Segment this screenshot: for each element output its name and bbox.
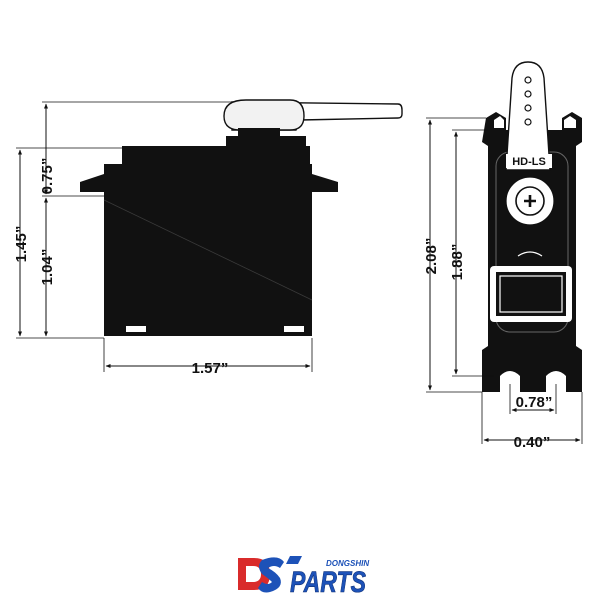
front-width-label: 0.40” (514, 434, 551, 451)
model-label: HD-LS (512, 156, 546, 168)
upper-height-label: 0.75” (39, 158, 56, 195)
bottom-slot-left (126, 326, 146, 332)
dongshin-parts-logo: DONGSHIN PARTS (238, 556, 369, 599)
servo-output-spline (238, 128, 280, 138)
front-view: HD-LS 2.08” 1.88” 0.78” 0.40” (423, 61, 583, 451)
servo-top-step (122, 146, 310, 164)
side-view: 0.75” 1.04” 1.45” 1.57” (13, 99, 403, 377)
top-left-tab-slot (494, 116, 504, 128)
bottom-slot-right (284, 326, 304, 332)
label-window-inner (496, 272, 566, 316)
hole-spacing-label: 0.78” (516, 394, 553, 411)
servo-left-tab (80, 174, 104, 192)
servo-top-cap (226, 136, 306, 146)
label-window-frame (499, 275, 563, 313)
horn-hole-2 (524, 90, 532, 98)
lower-height-label: 1.04” (39, 249, 56, 286)
servo-right-tab (312, 174, 338, 192)
logo-tab-icon (286, 556, 302, 564)
side-width-label: 1.57” (192, 360, 229, 377)
logo-brand-big: PARTS (290, 566, 366, 599)
logo-s-mark (258, 557, 284, 593)
logo-brand-small: DONGSHIN (326, 559, 369, 568)
horn-hole-1 (524, 76, 532, 84)
total-height-label: 1.45” (13, 226, 30, 263)
horn-hole-3 (524, 104, 532, 112)
window-arc (517, 251, 543, 257)
front-horn (505, 61, 551, 171)
model-label-plate (506, 154, 552, 168)
servo-body (104, 164, 312, 324)
front-height-label: 2.08” (423, 238, 440, 275)
top-right-tab-slot (564, 116, 576, 128)
horn-hole-4 (524, 118, 532, 126)
servo-bottom-plate (104, 324, 312, 336)
mount-height-label: 1.88” (449, 244, 466, 281)
body-shade-line (103, 199, 313, 301)
cross-screw-icon (524, 195, 536, 207)
servo-horn-hub (223, 99, 305, 131)
